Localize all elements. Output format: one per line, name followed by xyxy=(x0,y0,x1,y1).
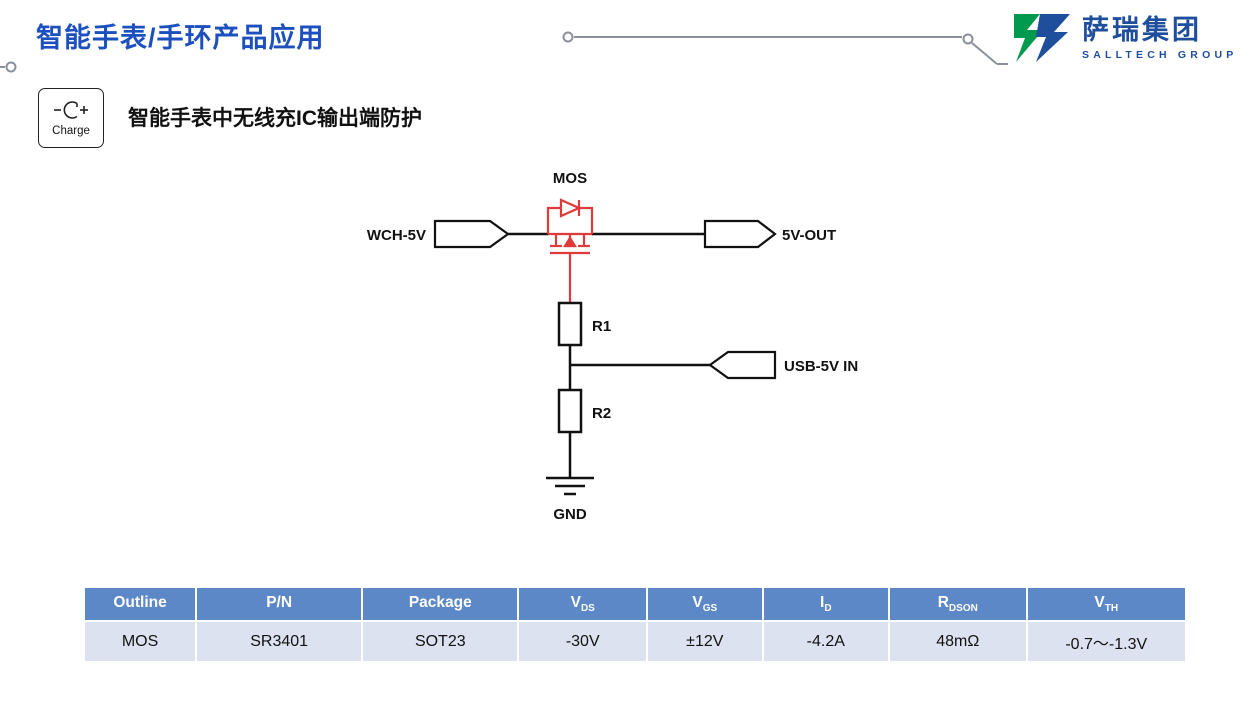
charge-badge: Charge xyxy=(38,88,104,148)
col-header-vth: VTH xyxy=(1025,588,1185,622)
logo-company-subtitle: SALLTECH GROUP xyxy=(1082,49,1238,62)
col-header-vds: VDS xyxy=(517,588,649,622)
page-title: 智能手表/手环产品应用 xyxy=(36,23,325,53)
cell-pn: SR3401 xyxy=(195,620,364,661)
usb-5v-in-flag xyxy=(708,350,777,380)
cell-package: SOT23 xyxy=(361,620,520,661)
r2-label: R2 xyxy=(592,405,611,422)
table-header-row: Outline P/N Package VDS VGS ID RDSON VTH xyxy=(85,588,1185,622)
company-logo: 萨瑞集团 SALLTECH GROUP xyxy=(1010,10,1237,66)
5v-out-label: 5V-OUT xyxy=(782,227,836,244)
cell-outline: MOS xyxy=(85,620,198,661)
circuit-wires xyxy=(508,232,710,478)
cell-id: -4.2A xyxy=(761,620,891,661)
body-diode-icon xyxy=(559,198,582,218)
company-logo-icon xyxy=(1014,14,1070,62)
mos-label: MOS xyxy=(553,170,587,187)
r1-label: R1 xyxy=(592,318,611,335)
cell-rdson: 48mΩ xyxy=(888,620,1028,661)
logo-text: 萨瑞集团 SALLTECH GROUP xyxy=(1082,10,1237,61)
col-header-id: ID xyxy=(761,588,891,622)
section-heading: 智能手表中无线充IC输出端防护 xyxy=(128,107,422,130)
cell-vth: -0.7～-1.3V xyxy=(1025,620,1185,661)
col-header-package: Package xyxy=(361,588,520,622)
charge-badge-label: Charge xyxy=(52,124,90,137)
usb-5v-in-label: USB-5V IN xyxy=(784,358,858,375)
col-header-pn: P/N xyxy=(195,588,364,622)
col-header-vgs: VGS xyxy=(646,588,764,622)
mosfet-symbol xyxy=(546,198,594,303)
wch-5v-flag xyxy=(433,219,510,249)
resistor-r2 xyxy=(557,388,583,434)
circuit-diagram: MOS WCH-5V 5V-OUT R1 USB-5V IN R2 GND xyxy=(367,170,858,523)
cell-vgs: ±12V xyxy=(646,620,764,661)
col-header-rdson: RDSON xyxy=(888,588,1028,622)
wch-5v-label: WCH-5V xyxy=(367,227,426,244)
spec-table: Outline P/N Package VDS VGS ID RDSON VTH… xyxy=(85,588,1185,661)
col-header-outline: Outline xyxy=(85,588,198,622)
cell-vds: -30V xyxy=(517,620,649,661)
logo-company-name: 萨瑞集团 xyxy=(1082,15,1202,45)
table-row: MOS SR3401 SOT23 -30V ±12V -4.2A 48mΩ -0… xyxy=(85,620,1185,661)
battery-charge-icon xyxy=(54,100,88,119)
ground-symbol-icon xyxy=(546,476,594,496)
gnd-label: GND xyxy=(553,506,587,523)
5v-out-flag xyxy=(703,219,777,249)
logo-mark-blue xyxy=(1036,14,1070,62)
resistor-r1 xyxy=(557,301,583,347)
logo-mark-green xyxy=(1014,14,1043,62)
